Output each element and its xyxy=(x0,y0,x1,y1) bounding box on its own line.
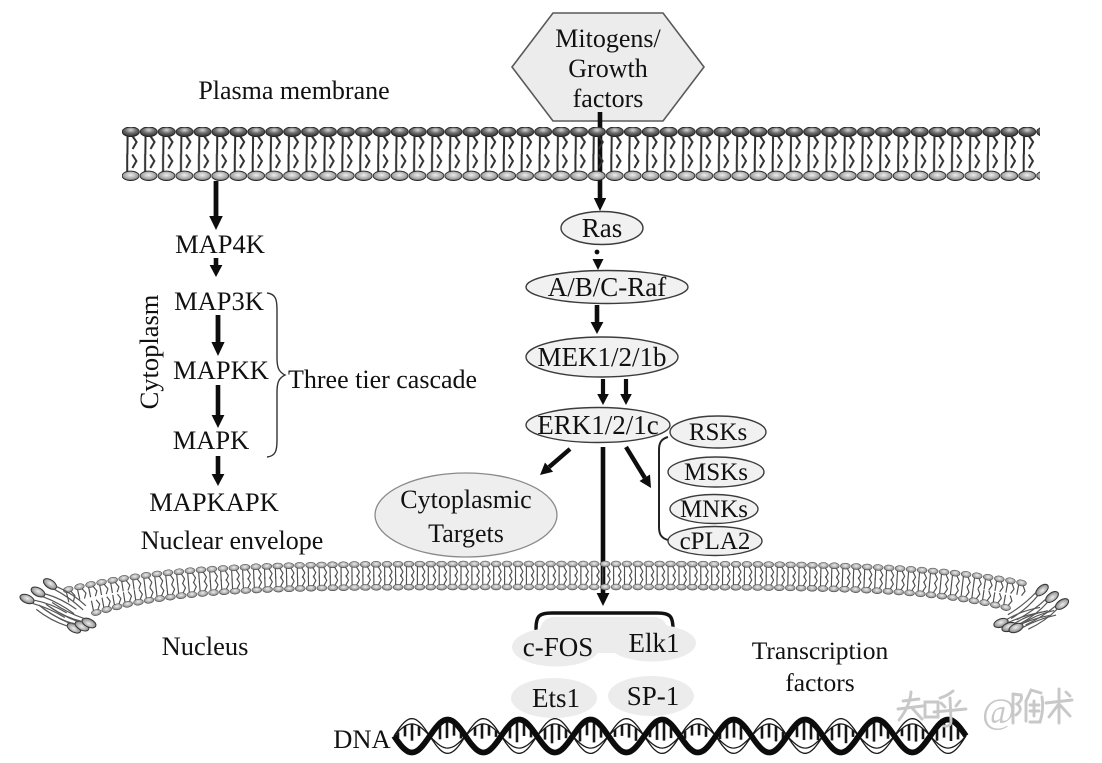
svg-text:@: @ xyxy=(982,691,1015,731)
svg-text:factors: factors xyxy=(573,84,644,113)
svg-text:Three tier cascade: Three tier cascade xyxy=(288,365,477,394)
svg-text:MAP3K: MAP3K xyxy=(174,286,264,316)
svg-text:MSKs: MSKs xyxy=(684,459,748,486)
svg-text:Cytoplasm: Cytoplasm xyxy=(134,294,164,409)
svg-text:MAP4K: MAP4K xyxy=(175,229,265,259)
svg-text:MNKs: MNKs xyxy=(680,496,748,523)
svg-text:MAPKAPK: MAPKAPK xyxy=(149,487,279,517)
svg-text:RSKs: RSKs xyxy=(689,419,747,446)
svg-text:Ras: Ras xyxy=(582,213,623,243)
svg-text:Ets1: Ets1 xyxy=(532,683,580,713)
svg-text:MAPK: MAPK xyxy=(173,425,250,455)
svg-text:cPLA2: cPLA2 xyxy=(680,528,751,555)
svg-text:Targets: Targets xyxy=(428,519,504,548)
svg-text:SP-1: SP-1 xyxy=(627,681,680,711)
svg-text:MEK1/2/1b: MEK1/2/1b xyxy=(537,342,666,372)
svg-text:Elk1: Elk1 xyxy=(629,628,680,658)
svg-text:factors: factors xyxy=(785,668,854,697)
svg-text:MAPKK: MAPKK xyxy=(173,355,269,385)
svg-text:c-FOS: c-FOS xyxy=(523,632,594,662)
svg-text:Mitogens/: Mitogens/ xyxy=(555,24,661,53)
svg-text:Plasma membrane: Plasma membrane xyxy=(198,76,389,105)
svg-text:DNA: DNA xyxy=(333,724,390,754)
svg-text:Nuclear envelope: Nuclear envelope xyxy=(141,526,324,555)
svg-text:Transcription: Transcription xyxy=(752,636,889,665)
svg-text:Growth: Growth xyxy=(568,54,647,83)
svg-text:Cytoplasmic: Cytoplasmic xyxy=(400,485,531,514)
svg-text:A/B/C-Raf: A/B/C-Raf xyxy=(548,272,667,302)
svg-text:ERK1/2/1c: ERK1/2/1c xyxy=(537,410,659,440)
svg-text:Nucleus: Nucleus xyxy=(162,631,249,661)
